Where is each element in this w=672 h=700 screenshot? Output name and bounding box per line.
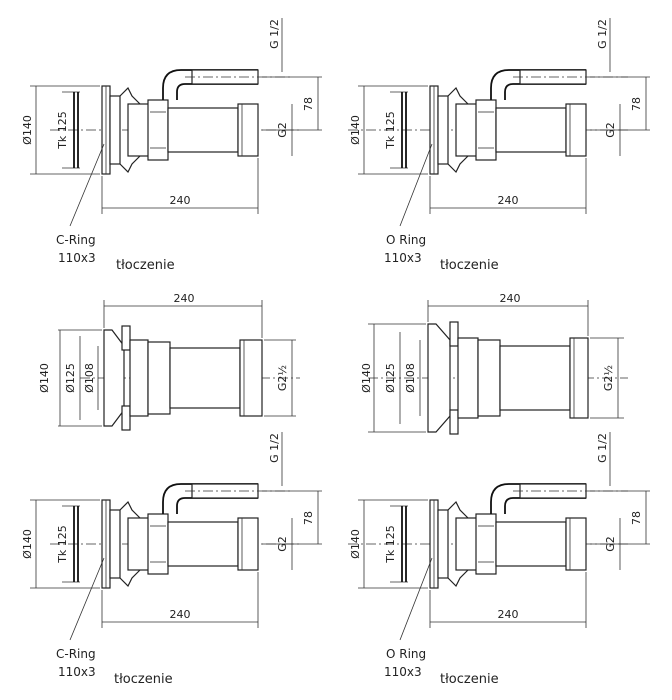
ring-size: 110x3 [384, 251, 422, 265]
pipe-elbow [490, 483, 586, 514]
body [455, 103, 479, 157]
dim-height: 78 [302, 511, 315, 525]
dim-length: 240 [174, 292, 195, 305]
dim-height: 78 [302, 97, 315, 111]
dim-thread-main: G2 [276, 536, 289, 552]
body [127, 517, 151, 571]
pipe-elbow [162, 69, 258, 100]
drawing-3: 240 Ø140 Ø125 Ø108 G2½ [38, 292, 300, 431]
dim-thread-main: G2½ [602, 365, 615, 391]
pipe-elbow [490, 69, 586, 100]
body [455, 517, 479, 571]
thread-end [565, 103, 587, 157]
dim-height: 78 [630, 97, 643, 111]
hex-nut [147, 341, 171, 415]
ring-size: 110x3 [58, 251, 96, 265]
dim-tk: Tk 125 [56, 111, 69, 150]
hex-nut [147, 513, 169, 575]
ring-label: O Ring [386, 233, 426, 247]
dim-length: 240 [498, 194, 519, 207]
dim-thread-main: G2 [276, 122, 289, 138]
dim-length: 240 [170, 608, 191, 621]
dim-tk: Tk 125 [384, 525, 397, 564]
ring-label: C-Ring [56, 647, 96, 661]
pipe-elbow [162, 483, 258, 514]
dim-length: 240 [500, 292, 521, 305]
body [127, 103, 151, 157]
dim-height: 78 [630, 511, 643, 525]
dim-diameter-outer: Ø140 [360, 363, 373, 393]
thread-end [237, 517, 259, 571]
hex-nut [475, 513, 497, 575]
thread-end [565, 517, 587, 571]
dim-thread-small: G 1/2 [268, 433, 281, 463]
hex-nut [477, 339, 501, 417]
main-tube [499, 345, 571, 411]
drawing-2: Ø140 Tk 125 G 1/2 78 G2 240 O Ring 110x3… [348, 18, 650, 273]
dim-thread-main: G2½ [276, 365, 289, 391]
caption: tłoczenie [114, 672, 173, 687]
dim-diameter-inner: Ø108 [83, 363, 96, 393]
ring-label: O Ring [386, 647, 426, 661]
dim-thread-main: G2 [604, 122, 617, 138]
drawing-4: 240 Ø140 Ø125 Ø108 G2½ [360, 292, 628, 435]
main-tube [495, 107, 567, 153]
dim-tk: Tk 125 [56, 525, 69, 564]
dim-thread-small: G 1/2 [596, 19, 609, 49]
thread-end [239, 339, 263, 417]
dim-thread-main: G2 [604, 536, 617, 552]
dim-length: 240 [498, 608, 519, 621]
flange [103, 329, 125, 427]
caption: tłoczenie [116, 258, 175, 273]
caption: tłoczenie [440, 258, 499, 273]
flange [427, 323, 451, 433]
drawing-1: Ø140 Tk 125 G 1/2 78 G2 240 C-Ring 110x3… [21, 18, 322, 273]
dim-diameter-inner: Ø108 [404, 363, 417, 393]
ring-size: 110x3 [384, 665, 422, 679]
dim-length: 240 [170, 194, 191, 207]
thread-end [569, 337, 589, 419]
body [457, 337, 479, 419]
main-tube [167, 107, 239, 153]
main-tube [167, 521, 239, 567]
thread-end [237, 103, 259, 157]
dim-diameter-outer: Ø140 [21, 115, 34, 145]
dim-tk: Tk 125 [384, 111, 397, 150]
dim-diameter-mid: Ø125 [384, 363, 397, 393]
dim-diameter-outer: Ø140 [349, 529, 362, 559]
caption: tłoczenie [440, 672, 499, 687]
dim-diameter-outer: Ø140 [38, 363, 51, 393]
dim-thread-small: G 1/2 [268, 19, 281, 49]
dim-diameter-outer: Ø140 [21, 529, 34, 559]
dim-diameter-outer: Ø140 [349, 115, 362, 145]
ring-label: C-Ring [56, 233, 96, 247]
body [129, 339, 149, 417]
main-tube [495, 521, 567, 567]
dim-diameter-mid: Ø125 [64, 363, 77, 393]
drawing-6: Ø140 Tk 125 G 1/2 78 G2 240 O Ring 110x3… [348, 432, 650, 687]
hex-nut [147, 99, 169, 161]
drawing-5: Ø140 Tk 125 G 1/2 78 G2 240 C-Ring 110x3… [21, 432, 322, 687]
ring-size: 110x3 [58, 665, 96, 679]
dim-thread-small: G 1/2 [596, 433, 609, 463]
hex-nut [475, 99, 497, 161]
main-tube [169, 347, 241, 409]
